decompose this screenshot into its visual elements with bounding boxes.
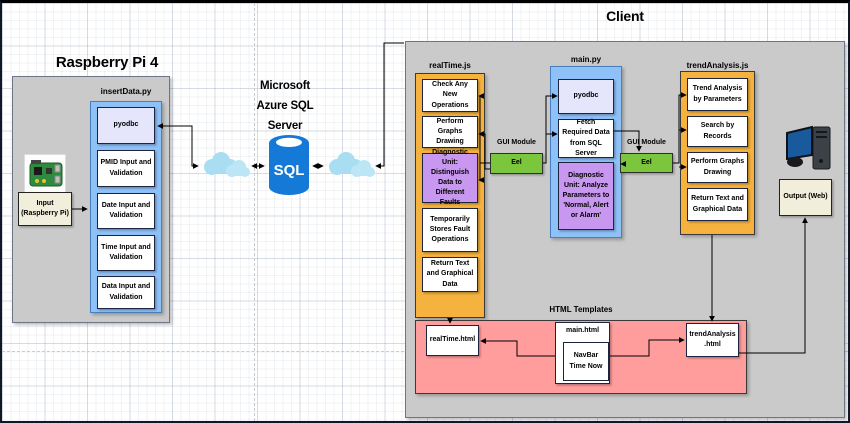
raspberry-pi-image (24, 154, 66, 193)
main-box-diagnostic: Diagnostic Unit: Analyze Parameters to '… (558, 162, 614, 230)
sql-database-icon: SQL (266, 133, 312, 197)
rpi-box-time: Time Input and Validation (97, 235, 155, 271)
cloud-right-icon (324, 150, 376, 183)
azure-title: Microsoft Azure SQL Server (256, 80, 314, 132)
client-section-title: Client (606, 8, 644, 24)
output-web-box: Output (Web) (779, 179, 832, 216)
gui-module-left-label: GUI Module (497, 139, 536, 146)
trend-html-box: trendAnalysis .html (686, 323, 739, 357)
trend-box-analysis: Trend Analysis by Parameters (687, 78, 748, 111)
trend-box-graphs: Perform Graphs Drawing (687, 152, 748, 183)
main-html-label: main.html (565, 327, 600, 334)
trend-js-label: trendAnalysis.js (686, 61, 749, 70)
navbar-time-box: NavBar Time Now (563, 342, 609, 381)
sql-label: SQL (274, 162, 305, 179)
rpi-box-data: Data Input and Validation (97, 276, 155, 309)
realtime-box-stores: Temporarily Stores Fault Operations (422, 208, 478, 252)
main-html-box: main.html NavBar Time Now (555, 322, 610, 384)
computer-icon (781, 121, 837, 177)
rpi-box-pyodbc: pyodbc (97, 107, 155, 144)
eel-right-box: Eel (620, 153, 673, 173)
main-py-label: main.py (570, 55, 602, 64)
rpi-input-box: Input (Raspberry Pi) (18, 192, 72, 226)
rpi-box-pmid: PMID Input and Validation (97, 150, 155, 187)
realtime-box-return: Return Text and Graphical Data (422, 257, 478, 292)
realtime-js-label: realTime.js (429, 61, 471, 70)
realtime-html-box: realTime.html (426, 325, 479, 356)
trend-box-search: Search by Records (687, 116, 748, 147)
insertdata-label: insertData.py (100, 87, 152, 96)
realtime-box-check: Check Any New Operations (422, 79, 478, 112)
gui-module-right-label: GUI Module (627, 139, 666, 146)
eel-left-box: Eel (490, 153, 543, 174)
html-templates-label: HTML Templates (549, 305, 613, 314)
realtime-box-graphs: Perform Graphs Drawing (422, 116, 478, 148)
cloud-left-icon (199, 150, 251, 183)
rpi-box-date: Date Input and Validation (97, 193, 155, 229)
rpi-section-title: Raspberry Pi 4 (55, 54, 159, 71)
main-box-pyodbc: pyodbc (558, 79, 614, 114)
main-box-fetch: Fetch Required Data from SQL Server (558, 119, 614, 158)
page-guide-vertical (254, 3, 255, 421)
realtime-box-diagnostic: Diagnostic Unit: Distinguish Data to Dif… (422, 149, 478, 206)
trend-box-return: Return Text and Graphical Data (687, 188, 748, 221)
